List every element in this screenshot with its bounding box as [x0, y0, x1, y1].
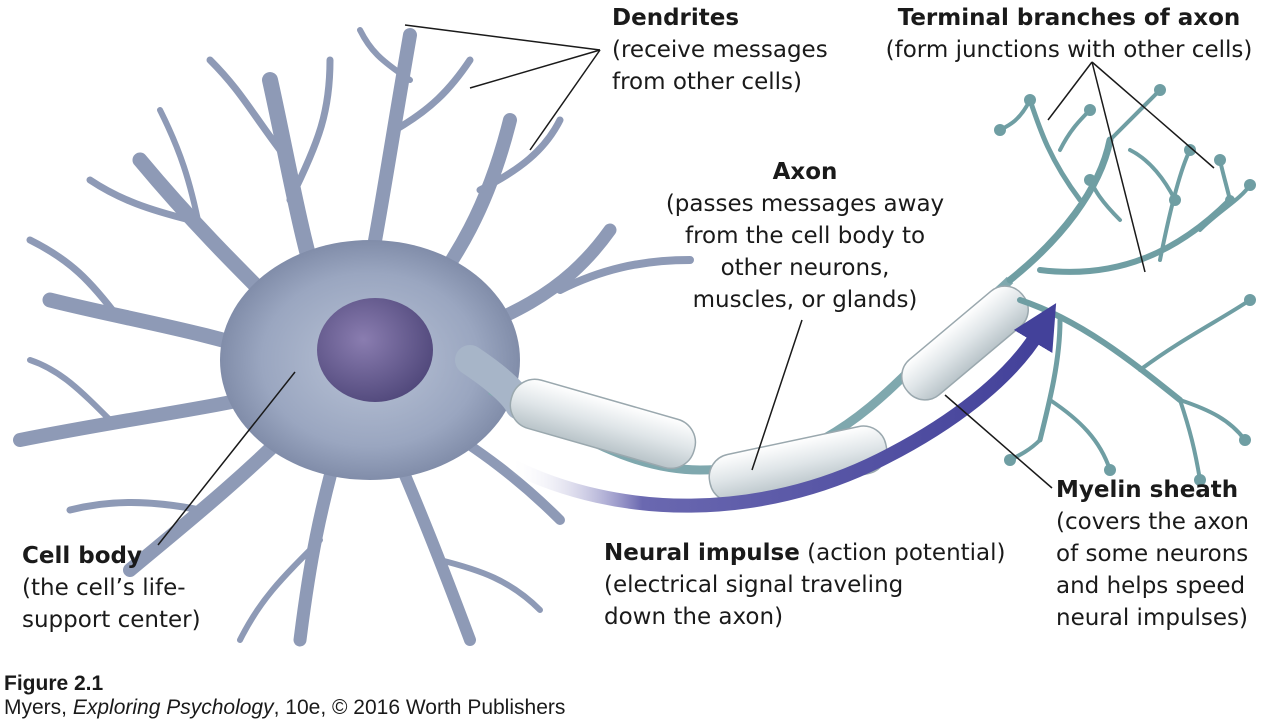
nucleus-shape	[317, 298, 433, 402]
axon-desc: (passes messages away from the cell body…	[665, 191, 945, 313]
caption-rest: , 10e, © 2016 Worth Publishers	[273, 696, 566, 719]
caption-book: Exploring Psychology	[72, 696, 274, 719]
myelin-sheath-desc: (covers the axon of some neurons and hel…	[1056, 509, 1249, 631]
dendrites-desc: (receive messages from other cells)	[612, 37, 828, 95]
terminal-branches-shape	[998, 88, 1252, 482]
myelin-sheath-title: Myelin sheath	[1056, 477, 1239, 503]
axon-title: Axon	[772, 159, 838, 185]
neural-impulse-title: Neural impulse	[604, 540, 800, 566]
dendrites-label: Dendrites (receive messages from other c…	[612, 2, 828, 98]
neural-impulse-arrow	[506, 303, 1057, 513]
terminal-branches-title: Terminal branches of axon	[897, 5, 1241, 31]
neural-impulse-title-suffix: (action potential)	[799, 540, 1006, 566]
caption-author: Myers,	[4, 696, 73, 719]
dendrites-title: Dendrites	[612, 5, 740, 31]
terminal-branches-label: Terminal branches of axon (form junction…	[878, 2, 1260, 66]
neural-impulse-label: Neural impulse (action potential) (elect…	[604, 537, 1006, 633]
cell-body-title: Cell body	[22, 543, 142, 569]
neural-impulse-desc: (electrical signal traveling down the ax…	[604, 572, 904, 630]
terminal-branches-desc: (form junctions with other cells)	[885, 37, 1253, 63]
figure-caption: Figure 2.1 Myers, Exploring Psychology, …	[4, 672, 565, 720]
leader-lines	[157, 24, 1215, 546]
terminal-buttons	[994, 84, 1256, 486]
myelin-sheath-segments	[509, 285, 1029, 503]
figure-number: Figure 2.1	[4, 672, 104, 695]
caption-credit: Myers, Exploring Psychology, 10e, © 2016…	[4, 696, 565, 719]
axon-label: Axon (passes messages away from the cell…	[650, 156, 960, 316]
myelin-sheath-label: Myelin sheath (covers the axon of some n…	[1056, 474, 1249, 634]
cell-body-label: Cell body (the cell’s life- support cent…	[22, 540, 201, 636]
cell-body-desc: (the cell’s life- support center)	[22, 575, 201, 633]
